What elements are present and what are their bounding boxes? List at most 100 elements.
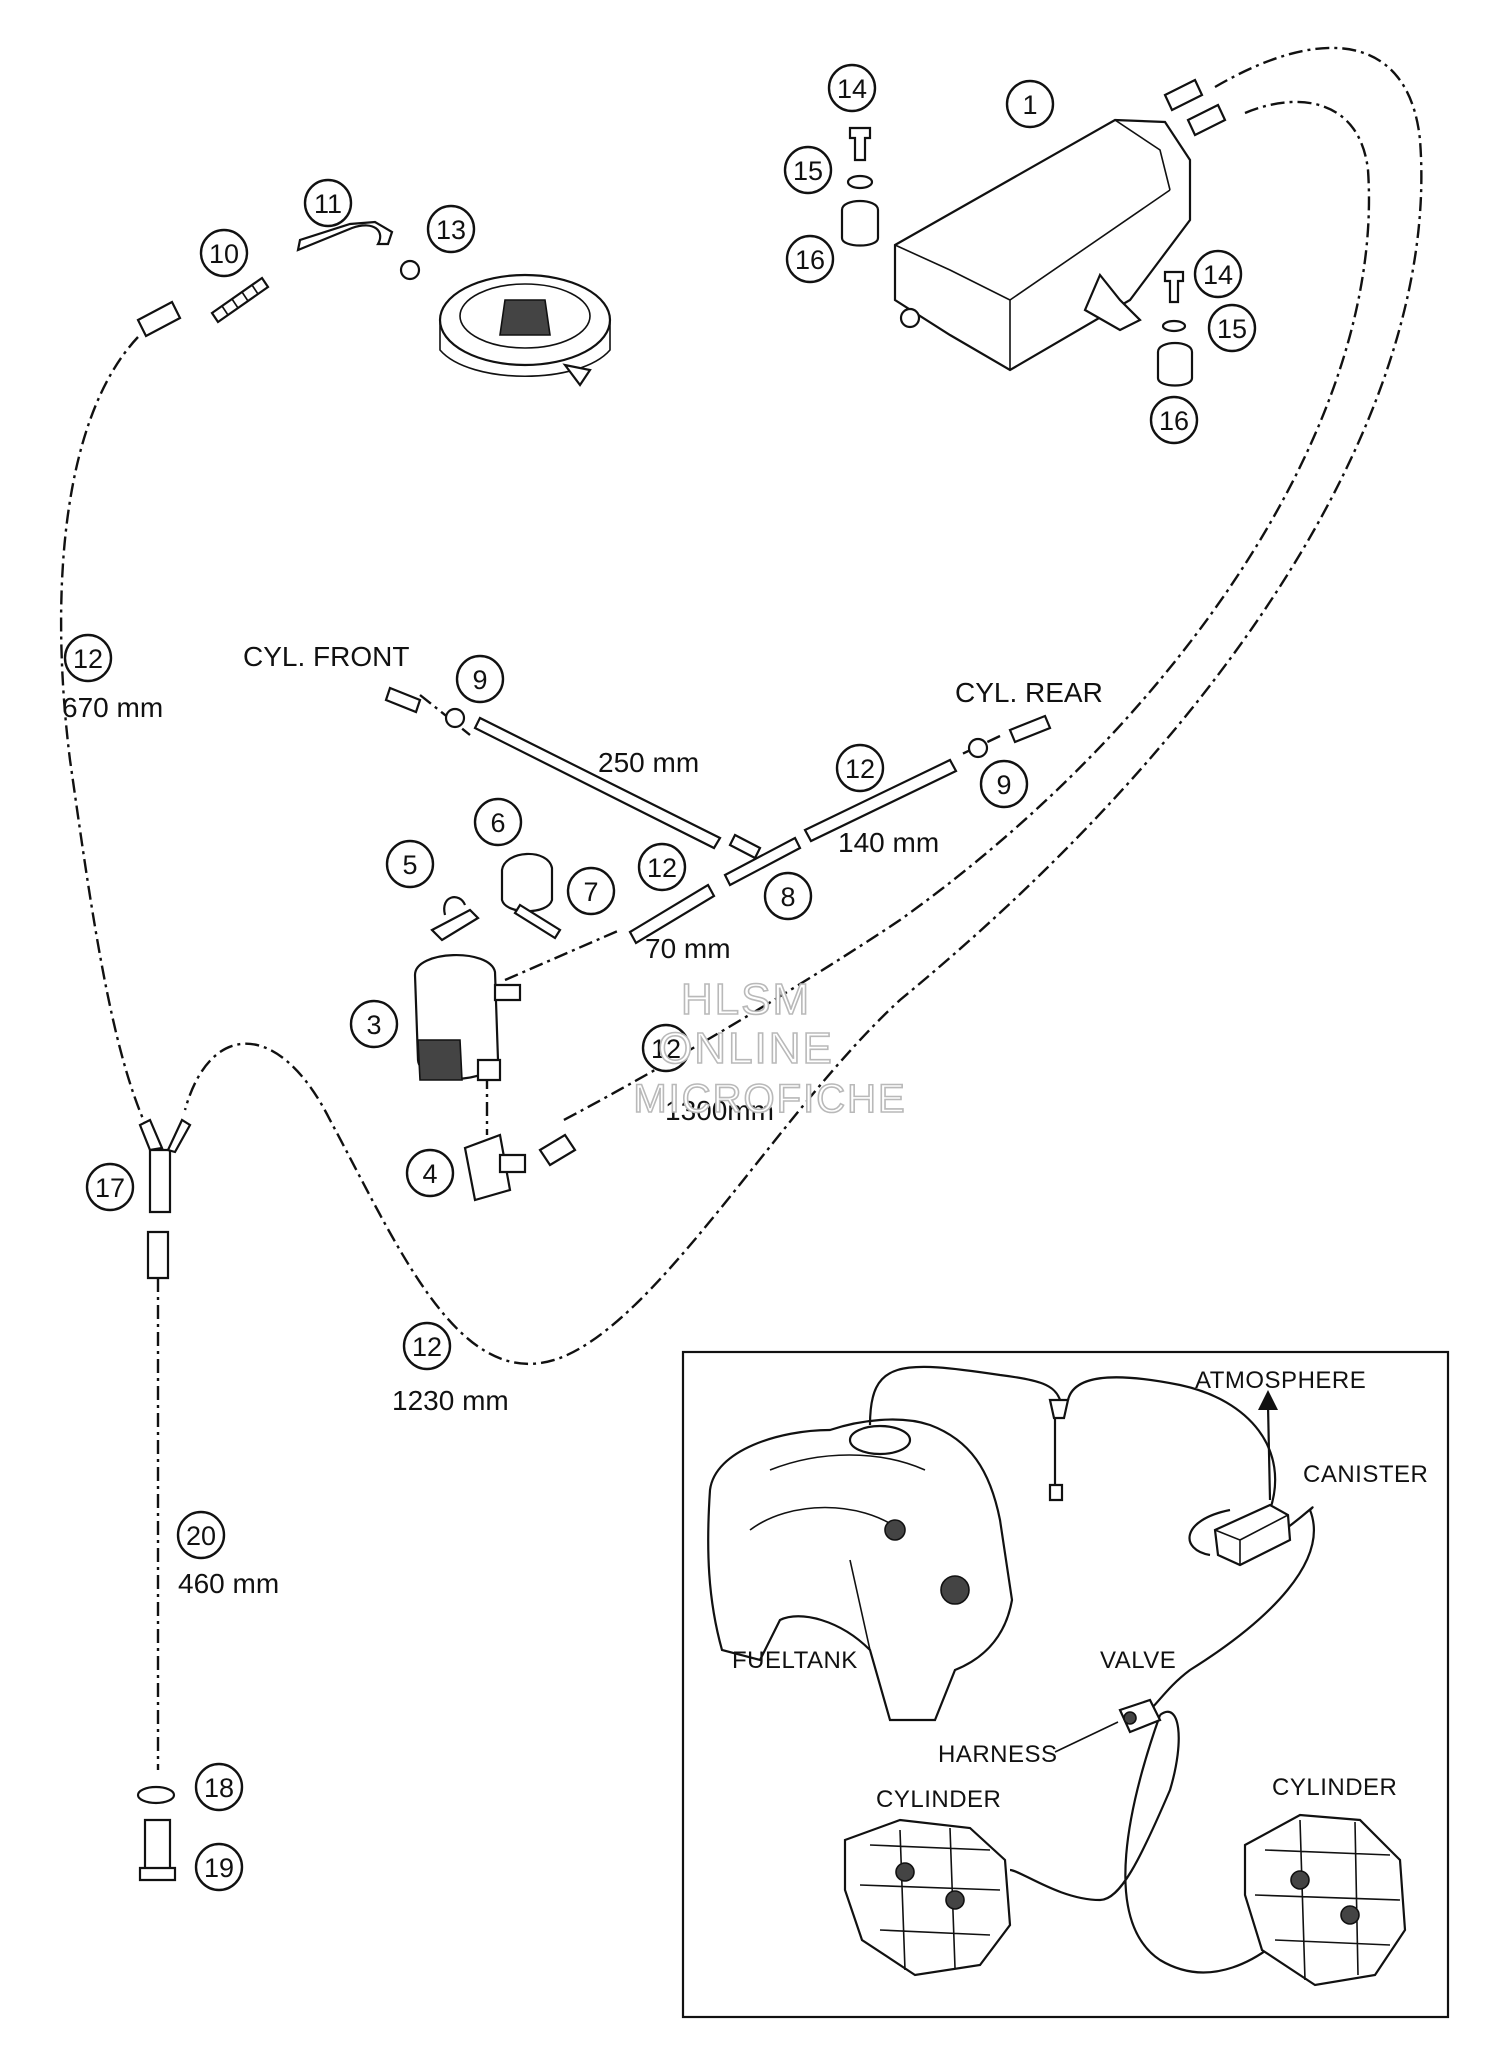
hose-near-4 bbox=[538, 1133, 577, 1167]
purge-valve-3 bbox=[413, 954, 522, 1082]
callout-circle bbox=[783, 145, 833, 195]
hose-end-top-1 bbox=[1163, 78, 1204, 112]
callout-number: 5 bbox=[402, 850, 417, 880]
label-1230mm: 1230 mm bbox=[392, 1385, 509, 1416]
clamp-13 bbox=[399, 259, 421, 281]
inset-hose-canister-to-valve bbox=[1149, 1509, 1315, 1711]
callout-number: 4 bbox=[422, 1159, 437, 1189]
clamp-9-rear bbox=[967, 737, 989, 759]
callout-circle bbox=[827, 63, 877, 113]
callout-badge: 17 bbox=[85, 1162, 135, 1212]
callout-number: 1 bbox=[1022, 90, 1037, 120]
callout-circle bbox=[455, 654, 505, 704]
callout-number: 10 bbox=[209, 239, 239, 269]
callout-circle bbox=[349, 999, 399, 1049]
callout-number: 15 bbox=[1217, 314, 1247, 344]
canister-part bbox=[893, 118, 1192, 372]
label-1300mm: 1300mm bbox=[665, 1095, 774, 1126]
callout-circle bbox=[835, 743, 885, 793]
inset-hose-valve-to-cylinders bbox=[1009, 1710, 1291, 1974]
callout-circle bbox=[63, 633, 113, 683]
callout-badge: 7 bbox=[566, 866, 616, 916]
callout-number: 19 bbox=[204, 1853, 234, 1883]
fitting-19 bbox=[138, 1818, 177, 1882]
callout-badge: 6 bbox=[473, 797, 523, 847]
inset-harness-line bbox=[1054, 1721, 1119, 1753]
callout-badge: 12 bbox=[835, 743, 885, 793]
callout-badge: 20 bbox=[176, 1510, 226, 1560]
callout-badge: 19 bbox=[194, 1842, 244, 1892]
callout-number: 20 bbox=[186, 1521, 216, 1551]
clamp-9-front bbox=[444, 707, 466, 729]
inset-label-cylinder-right: CYLINDER bbox=[1272, 1774, 1397, 1801]
callout-badge: 10 bbox=[199, 228, 249, 278]
callout-number: 13 bbox=[436, 215, 466, 245]
callout-circle bbox=[385, 839, 435, 889]
callout-number: 17 bbox=[95, 1173, 125, 1203]
label-250mm: 250 mm bbox=[598, 747, 699, 778]
callout-badge: 9 bbox=[455, 654, 505, 704]
callout-circle bbox=[1207, 303, 1257, 353]
callout-badge: 15 bbox=[1207, 303, 1257, 353]
inset-schematic: ATMOSPHERE CANISTER FUELTANK VALVE HARNE… bbox=[681, 1350, 1450, 2019]
callout-badge: 11 bbox=[303, 178, 353, 228]
hose-12-670mm bbox=[59, 336, 150, 1131]
inset-label-harness: HARNESS bbox=[938, 1741, 1058, 1768]
t-piece-8 bbox=[723, 833, 802, 887]
callout-number: 9 bbox=[996, 770, 1011, 800]
fuel-filler-flange bbox=[438, 273, 612, 387]
screw-7 bbox=[513, 903, 562, 940]
callout-number: 6 bbox=[490, 808, 505, 838]
callout-badge: 12 bbox=[637, 842, 687, 892]
inset-canister-illustration bbox=[1213, 1503, 1292, 1567]
inset-cylinder-left-illustration bbox=[843, 1818, 1012, 1977]
callout-number: 12 bbox=[647, 853, 677, 883]
bent-hose-11 bbox=[296, 220, 394, 252]
mount-hardware-left bbox=[840, 126, 880, 247]
label-140mm: 140 mm bbox=[838, 827, 939, 858]
inset-label-atmosphere: ATMOSPHERE bbox=[1195, 1367, 1366, 1394]
inset-atmosphere-arrowhead bbox=[1258, 1390, 1278, 1410]
watermark-line-1: HLSM bbox=[681, 975, 811, 1024]
callout-number: 16 bbox=[1159, 406, 1189, 436]
watermark: HLSM ONLINE MICROFICHE bbox=[633, 974, 906, 1122]
inset-drain-tip bbox=[1048, 1483, 1064, 1502]
callout-circle bbox=[194, 1842, 244, 1892]
callout-number: 8 bbox=[780, 882, 795, 912]
callout-circle bbox=[303, 178, 353, 228]
callout-circle bbox=[199, 228, 249, 278]
callout-number: 3 bbox=[366, 1010, 381, 1040]
hose-140mm bbox=[803, 758, 958, 843]
y-piece-17 bbox=[138, 1118, 192, 1214]
inset-valve-illustration bbox=[1118, 1698, 1162, 1734]
label-460mm: 460 mm bbox=[178, 1568, 279, 1599]
callout-number: 9 bbox=[472, 665, 487, 695]
callout-number: 12 bbox=[73, 644, 103, 674]
mount-hardware-right bbox=[1156, 270, 1194, 387]
hose-valve-link bbox=[504, 928, 621, 982]
callout-number: 18 bbox=[204, 1773, 234, 1803]
callout-number: 12 bbox=[651, 1034, 681, 1064]
inset-hose-tank-to-y bbox=[868, 1365, 1062, 1426]
callout-badge: 13 bbox=[426, 204, 476, 254]
inset-y-piece bbox=[1048, 1398, 1070, 1420]
fitting-10 bbox=[210, 276, 270, 324]
hose-250mm bbox=[473, 716, 722, 850]
callout-circle bbox=[785, 234, 835, 284]
callout-circle bbox=[637, 842, 687, 892]
callout-badge: 12 bbox=[63, 633, 113, 683]
callout-number: 11 bbox=[314, 189, 342, 219]
nozzle-front bbox=[384, 686, 422, 714]
connector-4 bbox=[463, 1133, 527, 1202]
callout-number: 15 bbox=[793, 156, 823, 186]
callout-circle bbox=[641, 1023, 691, 1073]
hose-end-10 bbox=[136, 300, 182, 338]
watermark-line-2: ONLINE bbox=[658, 1024, 834, 1073]
inset-label-canister: CANISTER bbox=[1303, 1461, 1428, 1488]
callout-badge: 12 bbox=[402, 1321, 452, 1371]
callout-circle bbox=[763, 871, 813, 921]
callout-circle bbox=[979, 759, 1029, 809]
callout-circle bbox=[1149, 395, 1199, 445]
